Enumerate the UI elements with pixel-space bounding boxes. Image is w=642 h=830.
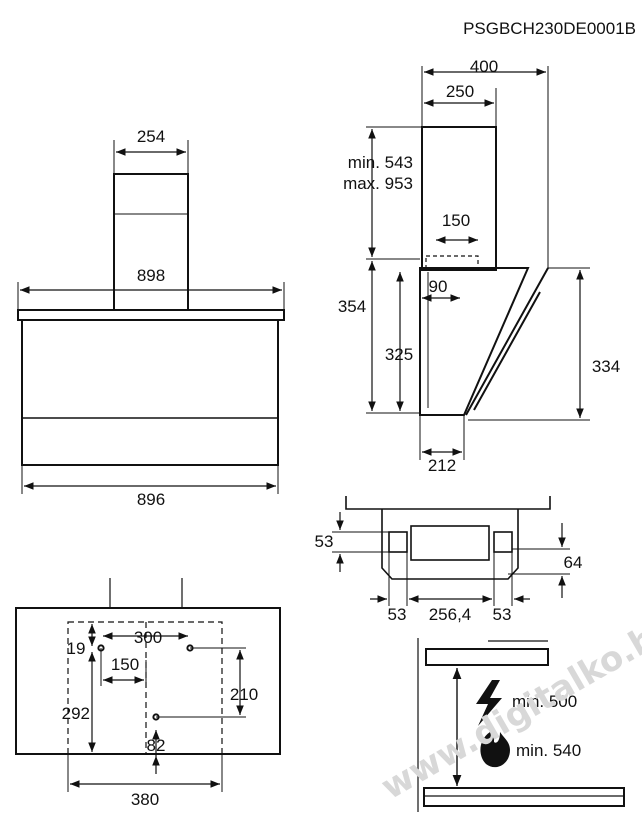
- dim-bottom-depth: 212: [428, 456, 456, 475]
- gas-flame-icon: [480, 732, 510, 768]
- dim-bottom-width: 896: [137, 490, 165, 509]
- electric-icon: [476, 680, 502, 726]
- dim-total-depth: 400: [470, 57, 498, 76]
- dim-bracket-top: 53: [315, 532, 334, 551]
- dim-inner-height: 325: [385, 345, 413, 364]
- mount-template-dashed: [67, 621, 223, 755]
- side-view: [366, 66, 590, 460]
- clearance-hood: [425, 648, 549, 666]
- bracket-outline: [345, 496, 551, 510]
- dim-chimney-min: min. 543: [348, 153, 413, 172]
- dim-mount-height-right: 210: [230, 685, 258, 704]
- clearance-view: [417, 638, 625, 812]
- front-view: [17, 140, 285, 494]
- dim-outlet-offset: 150: [442, 211, 470, 230]
- dim-mount-width: 380: [131, 790, 159, 809]
- dim-bracket-left: 53: [388, 605, 407, 624]
- dim-chimney-width: 254: [137, 127, 165, 146]
- dim-bracket-center: 256,4: [429, 605, 472, 624]
- bracket-slot-left: [388, 531, 408, 553]
- hood-top-plate: [17, 309, 285, 321]
- dim-total-height: 354: [338, 297, 366, 316]
- dim-chimney-depth: 250: [446, 82, 474, 101]
- clearance-electric: min. 500: [512, 692, 577, 711]
- dim-outlet-gap: 90: [429, 277, 448, 296]
- bracket-slot-right: [493, 531, 513, 553]
- side-chimney: [421, 126, 497, 271]
- bracket-view: [332, 496, 570, 606]
- dim-chimney-max: max. 953: [343, 174, 413, 193]
- clearance-cooktop: [423, 787, 625, 807]
- dim-mount-bottom: 82: [147, 736, 166, 755]
- dim-hole-offset: 150: [111, 655, 139, 674]
- dim-mount-height-left: 292: [62, 704, 90, 723]
- dim-mount-top: 19: [67, 639, 86, 658]
- outlet-dashed: [425, 255, 479, 271]
- bracket-slot-center: [410, 525, 490, 561]
- drawing-code: PSGBCH230DE0001B: [463, 19, 636, 38]
- dim-front-height: 334: [592, 357, 620, 376]
- dim-top-width: 898: [137, 266, 165, 285]
- dim-bracket-right: 53: [493, 605, 512, 624]
- watermark: www.digitalko.hu: [375, 606, 642, 808]
- dim-hole-spacing: 300: [134, 628, 162, 647]
- dim-bracket-side: 64: [564, 553, 583, 572]
- mount-view: [15, 578, 281, 792]
- hood-body: [21, 319, 279, 466]
- side-glass: [465, 267, 549, 416]
- clearance-gas: min. 540: [516, 741, 581, 760]
